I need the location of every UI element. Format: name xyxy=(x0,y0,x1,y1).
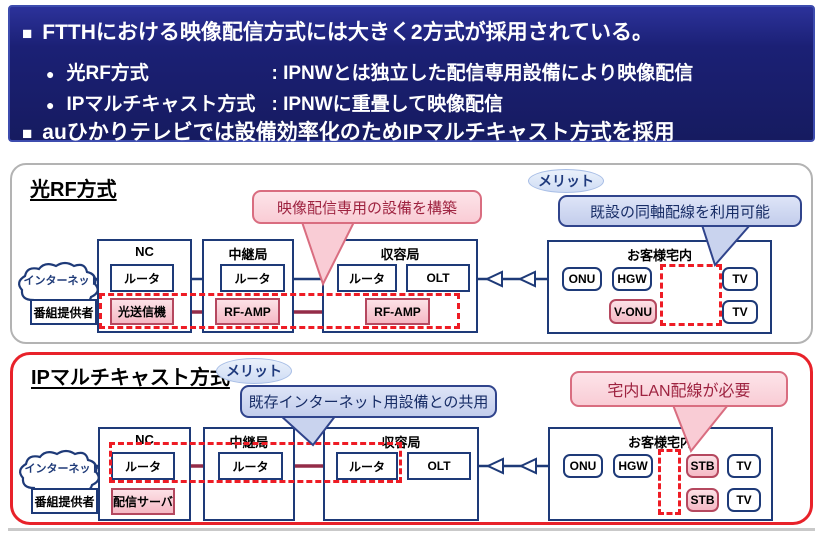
ip-center-router: ルータ xyxy=(336,452,398,480)
rf-relay-router: ルータ xyxy=(220,264,285,292)
ip-tv-1: TV xyxy=(727,454,761,478)
ip-lan-wiring-dashed-box xyxy=(658,449,681,515)
rf-olt: OLT xyxy=(406,264,470,292)
rf-center-rf-amp: RF-AMP xyxy=(365,298,430,325)
rf-merit-badge: メリット xyxy=(528,169,604,193)
rf-program-provider: 番組提供者 xyxy=(30,299,97,325)
header-line-2-text: auひかりテレビでは設備効率化のためIPマルチキャスト方式を採用 xyxy=(42,121,675,144)
ip-onu: ONU xyxy=(563,454,603,478)
ip-merit-callout: 既存インターネット用設備との共用 xyxy=(240,385,497,418)
dot-bullet-icon: ● xyxy=(46,66,55,82)
rf-tv-1: TV xyxy=(722,267,758,291)
ip-stb-2: STB xyxy=(686,488,719,512)
header-banner: ■ FTTHにおける映像配信方式には大きく2方式が採用されている。 ● 光RF方… xyxy=(8,5,815,144)
ip-nc-router: ルータ xyxy=(111,452,175,480)
ip-merit-badge: メリット xyxy=(216,358,292,384)
header-item-ip-label: IPマルチキャスト方式 xyxy=(66,94,256,115)
rf-coax-wiring-dashed-box xyxy=(660,264,722,326)
ip-stb-1: STB xyxy=(686,454,719,478)
dot-bullet-icon: ● xyxy=(46,97,55,113)
rf-hgw: HGW xyxy=(612,267,652,291)
internet-label: インターネット xyxy=(23,275,101,287)
rf-onu: ONU xyxy=(562,267,602,291)
ip-olt: OLT xyxy=(407,452,471,480)
square-bullet-icon: ■ xyxy=(22,124,33,143)
rf-nc-router: ルータ xyxy=(110,264,174,292)
left-arrow-icon xyxy=(485,457,537,475)
rf-dedicated-equipment-dashed-box xyxy=(99,293,460,329)
rf-merit-callout: 既設の同軸配線を利用可能 xyxy=(558,195,802,227)
ip-multicast-panel: IPマルチキャスト方式 NC 中継局 収容局 お客様宅内 インターネット 番組提… xyxy=(10,352,813,525)
header-line-2: ■ auひかりテレビでは設備効率化のためIPマルチキャスト方式を採用 xyxy=(10,116,813,146)
header-item-ip-desc: : IPNWに重畳して映像配信 xyxy=(271,94,504,115)
header-line-1-text: FTTHにおける映像配信方式には大きく2方式が採用されている。 xyxy=(42,21,653,44)
rf-method-panel: 光RF方式 NC 中継局 収容局 お客様宅内 インターネット 番組提供者 ルータ… xyxy=(10,163,813,344)
header-item-ip: ● IPマルチキャスト方式 : IPNWに重畳して映像配信 xyxy=(10,89,813,116)
ip-lan-callout: 宅内LAN配線が必要 xyxy=(570,371,788,407)
header-item-rf: ● 光RF方式 : IPNWとは独立した配信専用設備により映像配信 xyxy=(10,58,813,85)
rf-v-onu: V-ONU xyxy=(609,299,657,324)
header-line-1: ■ FTTHにおける映像配信方式には大きく2方式が採用されている。 xyxy=(10,16,813,46)
left-arrow-icon xyxy=(484,270,536,288)
rf-optical-transmitter: 光送信機 xyxy=(110,298,174,325)
header-item-rf-label: 光RF方式 xyxy=(66,63,149,84)
ip-program-provider: 番組提供者 xyxy=(31,488,98,514)
ip-section-title: IPマルチキャスト方式 xyxy=(31,367,230,389)
rf-section-title: 光RF方式 xyxy=(30,179,117,201)
rf-relay-rf-amp: RF-AMP xyxy=(215,298,280,325)
header-item-rf-desc: : IPNWとは独立した配信専用設備により映像配信 xyxy=(271,63,694,84)
ip-hgw: HGW xyxy=(613,454,653,478)
square-bullet-icon: ■ xyxy=(22,24,33,43)
rf-center-router: ルータ xyxy=(337,264,397,292)
ip-dist-server: 配信サーバ xyxy=(111,488,175,515)
rf-tv-2: TV xyxy=(722,300,758,324)
ip-shared-equipment-dashed-box xyxy=(109,442,402,483)
ip-relay-router: ルータ xyxy=(218,452,283,480)
internet-label: インターネット xyxy=(24,463,102,475)
bottom-divider xyxy=(8,528,815,531)
rf-build-callout: 映像配信専用の設備を構築 xyxy=(252,190,482,224)
ip-tv-2: TV xyxy=(727,488,761,512)
